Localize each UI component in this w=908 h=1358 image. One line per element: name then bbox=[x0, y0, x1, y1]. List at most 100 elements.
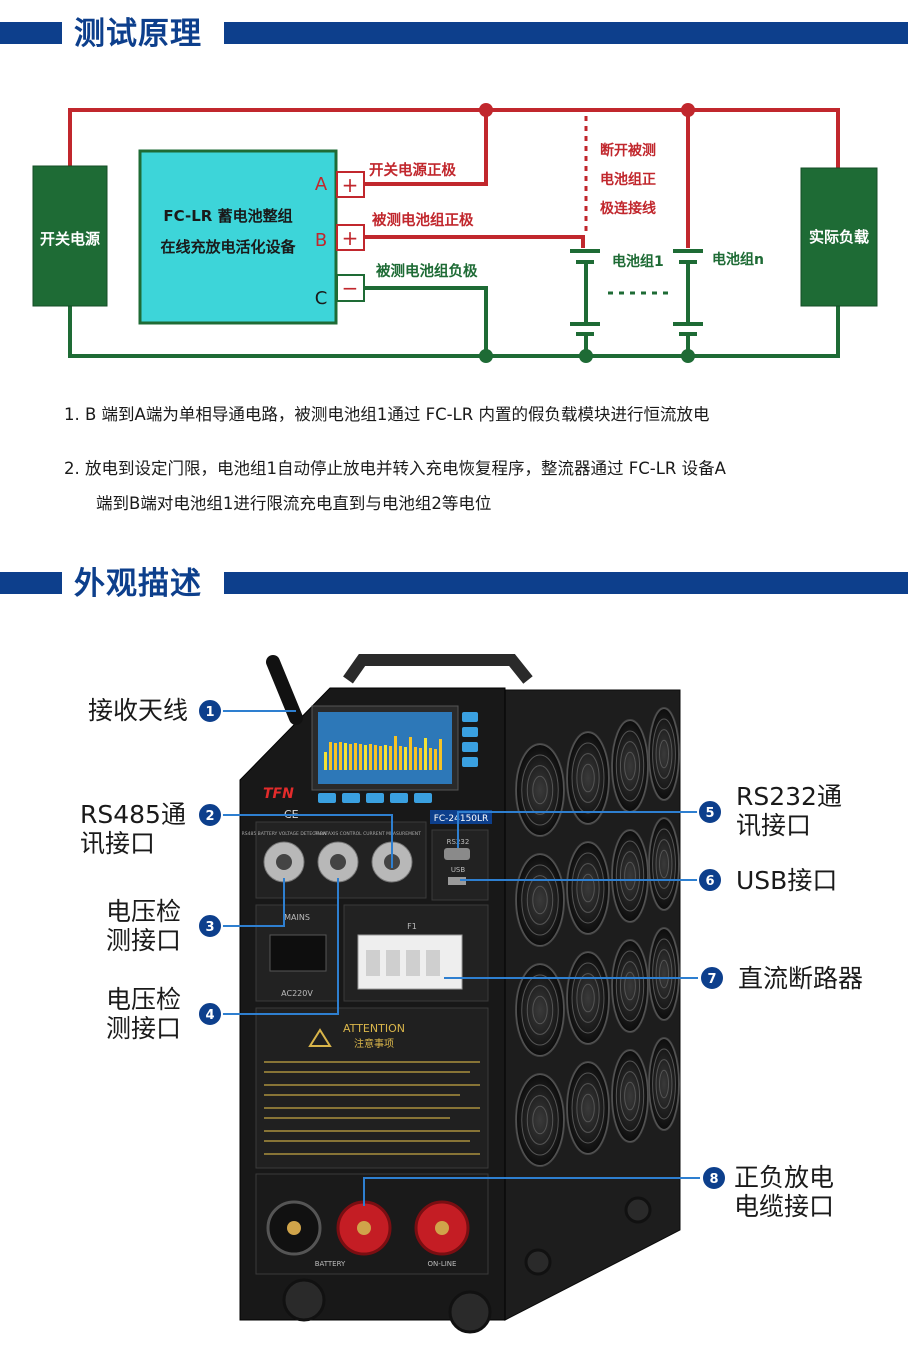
callout-lines bbox=[222, 710, 700, 1206]
fan-ring bbox=[571, 962, 605, 1034]
callout-text: 接收天线 bbox=[88, 696, 189, 725]
device-box bbox=[138, 149, 338, 325]
fan-ring bbox=[619, 851, 641, 901]
lcd-bar bbox=[354, 743, 357, 770]
lcd-bar bbox=[339, 742, 342, 770]
usb-text: USB bbox=[451, 866, 466, 874]
fan-ring bbox=[652, 938, 676, 1010]
fan-ring bbox=[648, 817, 680, 911]
lcd-bar bbox=[389, 746, 392, 770]
fan-ring bbox=[652, 828, 676, 900]
fan-ring bbox=[576, 1083, 600, 1133]
fan-ring bbox=[652, 718, 676, 790]
callout-number: 2 bbox=[205, 809, 214, 824]
fan-ring bbox=[566, 731, 610, 825]
power-supply-box bbox=[32, 165, 108, 307]
banner-bar-right bbox=[224, 572, 908, 594]
attention-cn: 注意事项 bbox=[354, 1037, 394, 1050]
fan-ring bbox=[581, 873, 595, 903]
callout-text: 测接口 bbox=[106, 1014, 182, 1043]
note-2-line-2: 端到B端对电池组1进行限流充电直到与电池组2等电位 bbox=[96, 494, 492, 513]
fan-ring bbox=[648, 1037, 680, 1131]
callout-badge bbox=[197, 802, 223, 828]
lcd-bar bbox=[414, 747, 417, 770]
power-supply-label: 开关电源 bbox=[40, 230, 100, 248]
wheels bbox=[282, 1196, 652, 1334]
label-battery-positive: 被测电池组正极 bbox=[372, 211, 474, 229]
cooling-fans bbox=[515, 707, 680, 1167]
callout-badge bbox=[699, 965, 725, 991]
battery-n-label: 电池组n bbox=[712, 251, 764, 268]
fan-ring bbox=[532, 1105, 548, 1135]
fan-ring bbox=[655, 839, 673, 889]
callout-badge bbox=[697, 867, 723, 893]
lcd-bar bbox=[364, 745, 367, 770]
fan-ring bbox=[515, 743, 565, 837]
fan-ring bbox=[659, 739, 669, 769]
carry-handle bbox=[343, 654, 533, 684]
junction-dots bbox=[479, 103, 695, 363]
model-plate bbox=[430, 810, 492, 824]
lcd-bar bbox=[344, 743, 347, 770]
antenna bbox=[266, 655, 303, 725]
lcd-bar bbox=[379, 746, 382, 770]
callout-badge bbox=[197, 913, 223, 939]
fan-ring bbox=[576, 753, 600, 803]
f1-text: F1 bbox=[407, 922, 417, 931]
fan-ring bbox=[515, 963, 565, 1057]
callout-text: 讯接口 bbox=[80, 829, 156, 858]
model-label: FC-24150LR bbox=[434, 814, 489, 824]
callout-text: RS485通 bbox=[80, 800, 186, 829]
fan-ring bbox=[624, 971, 636, 1001]
battery-n-symbol bbox=[673, 249, 703, 336]
online-text: ON-LINE bbox=[428, 1260, 457, 1268]
lcd-bar bbox=[359, 744, 362, 770]
callout-text: 电缆接口 bbox=[734, 1192, 835, 1221]
brand-logo: TFN bbox=[263, 786, 294, 802]
lcd-bar bbox=[404, 747, 407, 770]
callout-usb: USB接口 bbox=[736, 866, 837, 895]
fan-ring bbox=[655, 729, 673, 779]
callout-number: 4 bbox=[205, 1008, 214, 1023]
fan-ring bbox=[619, 1071, 641, 1121]
fan-ring bbox=[566, 841, 610, 935]
fan-ring bbox=[571, 852, 605, 924]
fan-ring bbox=[659, 1069, 669, 1099]
callout-number: 1 bbox=[205, 705, 214, 720]
callout-text: RS232通 bbox=[736, 782, 842, 811]
fan-ring bbox=[521, 1084, 559, 1156]
fan-ring bbox=[566, 951, 610, 1045]
disconnect-note-1: 断开被测 bbox=[600, 142, 656, 159]
fan-ring bbox=[532, 885, 548, 915]
lcd-bar bbox=[429, 748, 432, 770]
fan-ring bbox=[615, 730, 645, 802]
fan-ring bbox=[526, 1095, 554, 1145]
section-title: 测试原理 bbox=[74, 16, 202, 52]
battery-1-label: 电池组1 bbox=[612, 253, 664, 270]
terminal-cores bbox=[287, 1221, 449, 1235]
device-label-1: FC-LR 蓄电池整组 bbox=[163, 207, 292, 225]
fan-ring bbox=[521, 754, 559, 826]
fan-ring bbox=[611, 1049, 649, 1143]
fan-ring bbox=[611, 939, 649, 1033]
fan-ring bbox=[532, 995, 548, 1025]
fan-ring bbox=[619, 961, 641, 1011]
callout-text: USB接口 bbox=[736, 866, 838, 895]
callout-rs485: RS485通 讯接口 bbox=[80, 800, 186, 858]
lcd-bar bbox=[424, 738, 427, 770]
callout-number: 7 bbox=[707, 972, 716, 987]
fan-ring bbox=[655, 949, 673, 999]
callout-text: 讯接口 bbox=[736, 811, 812, 840]
callout-text: 电压检 bbox=[106, 985, 182, 1014]
fan-ring bbox=[659, 959, 669, 989]
lcd-bar bbox=[419, 748, 422, 770]
fan-ring bbox=[581, 1093, 595, 1123]
fan-ring bbox=[624, 751, 636, 781]
note-2-line-1: 2. 放电到设定门限，电池组1自动停止放电并转入充电恢复程序，整流器通过 FC-… bbox=[64, 459, 726, 478]
lcd-bar bbox=[394, 736, 397, 770]
callout-rs232: RS232通 讯接口 bbox=[736, 782, 842, 840]
label-supply-positive: 开关电源正极 bbox=[369, 161, 456, 179]
callout-text: 测接口 bbox=[106, 926, 182, 955]
